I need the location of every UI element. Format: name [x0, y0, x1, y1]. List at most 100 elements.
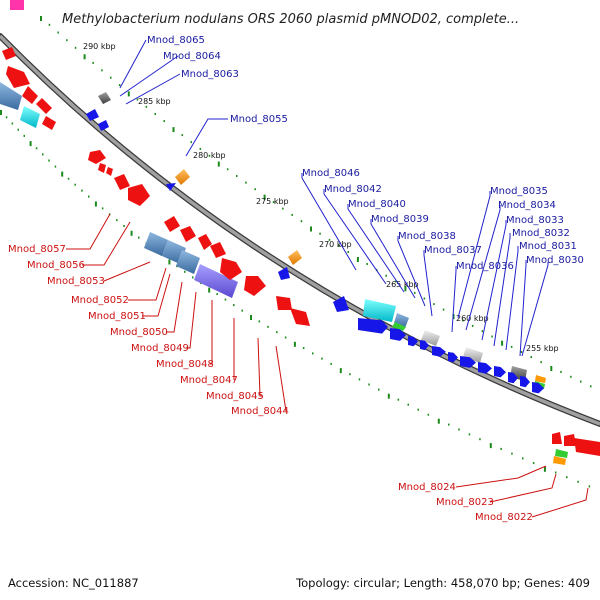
feature-grey-8033[interactable]	[463, 347, 483, 363]
tick-mark	[404, 286, 407, 292]
gene-label[interactable]: Mnod_8023	[436, 497, 494, 508]
cds-arrow[interactable]	[432, 346, 446, 357]
feature-blue-arrow-1[interactable]	[166, 183, 176, 191]
feature-steel-8050[interactable]	[176, 250, 200, 274]
feature-red-8048[interactable]	[210, 242, 226, 258]
gene-label[interactable]: Mnod_8063	[181, 69, 239, 80]
cds-arrow[interactable]	[508, 372, 518, 384]
feature-red-8049[interactable]	[198, 234, 212, 250]
gene-label[interactable]: Mnod_8042	[324, 184, 382, 195]
cds-arrow[interactable]	[520, 376, 530, 388]
feature-red-8045[interactable]	[244, 276, 266, 296]
feature-orange-8022[interactable]	[553, 456, 566, 465]
gene-label[interactable]: Mnod_8050	[110, 327, 168, 338]
feature-red-8047[interactable]	[220, 258, 242, 280]
tick-mark	[101, 207, 104, 210]
tick-mark	[540, 361, 542, 364]
gene-label[interactable]: Mnod_8051	[88, 311, 146, 322]
gene-label[interactable]: Mnod_8022	[475, 512, 533, 523]
feature-red-8024[interactable]	[552, 432, 562, 444]
forward-gene-labels: Mnod_8065 Mnod_8064 Mnod_8063 Mnod_8055 …	[147, 35, 584, 272]
ruler-label-280: 280 kbp	[193, 151, 226, 160]
feature-purple-8047[interactable]	[194, 264, 238, 298]
gene-label[interactable]: Mnod_8037	[424, 245, 482, 256]
gene-label[interactable]: Mnod_8064	[163, 51, 221, 62]
feature-red-left-4[interactable]	[36, 98, 52, 114]
feature-green-8023[interactable]	[555, 449, 568, 458]
feature-orange-8046[interactable]	[288, 250, 302, 265]
gene-label[interactable]: Mnod_8046	[302, 168, 360, 179]
gene-label[interactable]: Mnod_8039	[371, 214, 429, 225]
cds-arrow[interactable]	[460, 356, 476, 368]
gene-label[interactable]: Mnod_8056	[27, 260, 85, 271]
gene-label[interactable]: Mnod_8034	[498, 200, 556, 211]
tick-mark	[118, 84, 121, 87]
feature-red-left-3[interactable]	[22, 86, 38, 104]
gene-label[interactable]: Mnod_8040	[348, 199, 406, 210]
cds-arrow[interactable]	[390, 328, 406, 341]
feature-pink[interactable]	[10, 0, 24, 10]
gene-label[interactable]: Mnod_8049	[131, 343, 189, 354]
feature-red-8050[interactable]	[180, 226, 196, 242]
cds-arrow[interactable]	[448, 352, 458, 363]
feature-red-8057[interactable]	[88, 150, 106, 164]
feature-red-left-2[interactable]	[6, 66, 30, 88]
gene-label[interactable]: Mnod_8035	[490, 186, 548, 197]
gene-label[interactable]: Mnod_8031	[519, 241, 577, 252]
gene-label[interactable]: Mnod_8044	[231, 406, 289, 417]
cds-arrow[interactable]	[478, 362, 492, 374]
cds-arrow[interactable]	[358, 318, 388, 334]
gene-label[interactable]: Mnod_8024	[398, 482, 456, 493]
gene-label[interactable]: Mnod_8032	[512, 228, 570, 239]
cds-arrow[interactable]	[420, 340, 429, 351]
gene-label[interactable]: Mnod_8065	[147, 35, 205, 46]
feature-red-8052[interactable]	[164, 216, 180, 232]
feature-teal-left[interactable]	[20, 106, 40, 128]
tick-mark	[550, 366, 553, 371]
feature-red-left-5[interactable]	[42, 116, 56, 130]
feature-grey-left[interactable]	[0, 82, 22, 110]
feature-grey-8065[interactable]	[98, 92, 111, 104]
forward-cds-row	[358, 318, 544, 394]
feature-blue-8042[interactable]	[333, 296, 349, 312]
feature-steel-8052[interactable]	[144, 232, 168, 256]
gene-label[interactable]: Mnod_8047	[180, 375, 238, 386]
cds-arrow[interactable]	[532, 382, 544, 394]
tick-mark	[407, 403, 409, 406]
feature-red-8057c[interactable]	[106, 167, 113, 176]
feature-red-8024b[interactable]	[564, 434, 576, 446]
tick-mark	[520, 351, 523, 353]
feature-red-8044b[interactable]	[290, 308, 310, 326]
feature-teal-8040[interactable]	[363, 299, 396, 322]
gene-label[interactable]: Mnod_8055	[230, 114, 288, 125]
gene-label[interactable]: Mnod_8052	[71, 295, 129, 306]
feature-blue-arrow-2[interactable]	[278, 267, 290, 280]
feature-red-left-1[interactable]	[2, 47, 16, 60]
feature-orange-8055[interactable]	[175, 169, 190, 185]
cds-arrow[interactable]	[408, 336, 418, 347]
feature-red-8057b[interactable]	[98, 163, 106, 173]
feature-red-8023[interactable]	[574, 438, 600, 456]
tick-mark	[302, 347, 305, 350]
feature-green-8039[interactable]	[392, 322, 406, 331]
gene-label[interactable]: Mnod_8033	[506, 215, 564, 226]
gene-label[interactable]: Mnod_8053	[47, 276, 105, 287]
gene-label[interactable]: Mnod_8048	[156, 359, 214, 370]
gene-label[interactable]: Mnod_8030	[526, 255, 584, 266]
tick-mark	[300, 220, 303, 223]
feature-orange-8029[interactable]	[535, 375, 546, 383]
gene-label[interactable]: Mnod_8038	[398, 231, 456, 242]
cds-arrow[interactable]	[494, 366, 506, 378]
feature-red-8053[interactable]	[128, 184, 150, 206]
ruler-label-285: 285 kbp	[138, 97, 171, 106]
feature-grey-8037[interactable]	[421, 330, 440, 346]
feature-red-8056[interactable]	[114, 174, 130, 190]
tick-mark	[57, 31, 59, 34]
gene-label[interactable]: Mnod_8036	[456, 261, 514, 272]
gene-label[interactable]: Mnod_8057	[8, 244, 66, 255]
feature-red-8044a[interactable]	[276, 296, 292, 310]
feature-blue-8064[interactable]	[86, 109, 99, 121]
reverse-features	[0, 47, 600, 465]
gene-label[interactable]: Mnod_8045	[206, 391, 264, 402]
feature-blue-8063[interactable]	[98, 120, 109, 131]
